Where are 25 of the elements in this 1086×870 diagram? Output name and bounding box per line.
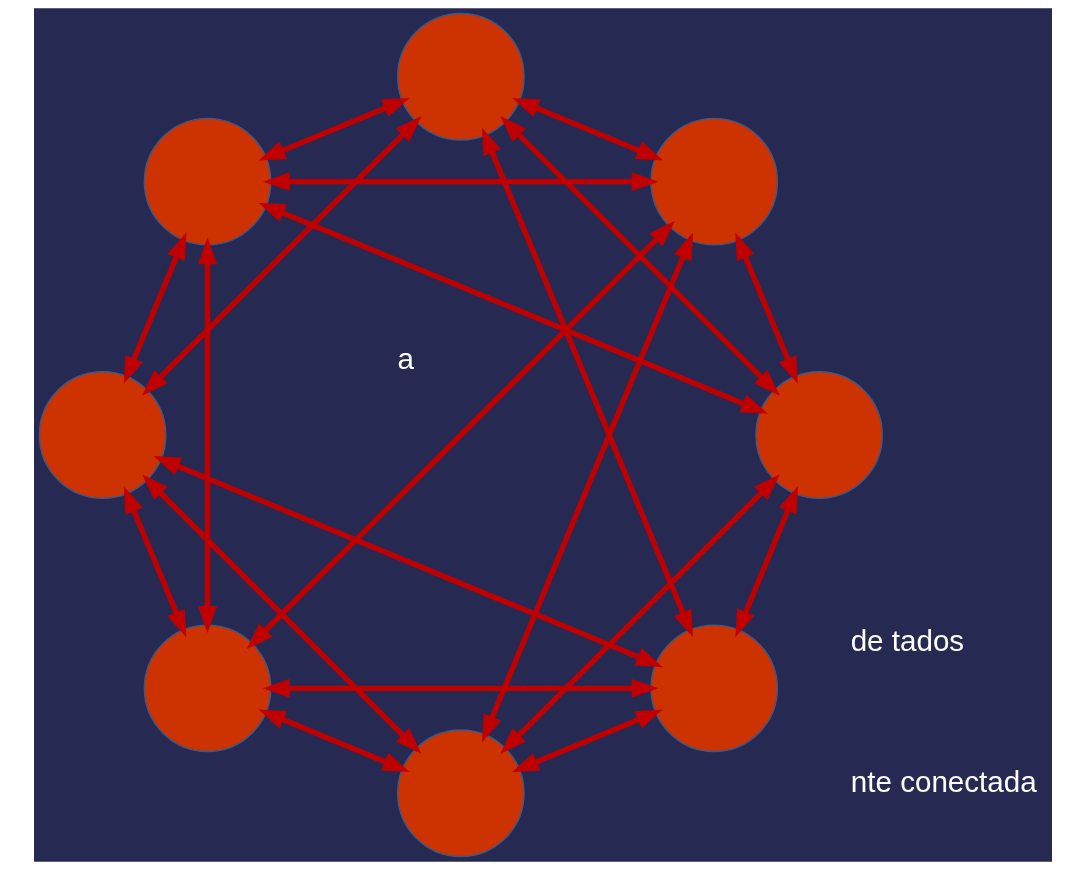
arrow	[262, 678, 659, 698]
arrow	[141, 115, 422, 396]
arrow	[500, 116, 780, 396]
arrow	[735, 485, 799, 638]
arrow	[123, 232, 187, 384]
arrow	[482, 232, 694, 743]
label: de tados	[850, 624, 965, 658]
arrow	[246, 220, 675, 650]
arrow	[511, 709, 663, 773]
arrow	[123, 486, 187, 638]
arrow	[262, 172, 659, 192]
arrow	[153, 456, 664, 668]
arrow	[198, 237, 217, 634]
arrow	[735, 232, 798, 384]
node-circle	[143, 117, 272, 246]
label: a	[397, 341, 414, 375]
label: nte conectada	[850, 765, 1037, 799]
node-circle	[650, 624, 779, 753]
arrow	[512, 97, 664, 161]
arrow	[500, 474, 780, 754]
arrow	[258, 709, 410, 773]
arrow	[258, 97, 410, 161]
arrow	[141, 474, 422, 754]
arrow	[258, 202, 768, 414]
arrow	[481, 127, 693, 638]
